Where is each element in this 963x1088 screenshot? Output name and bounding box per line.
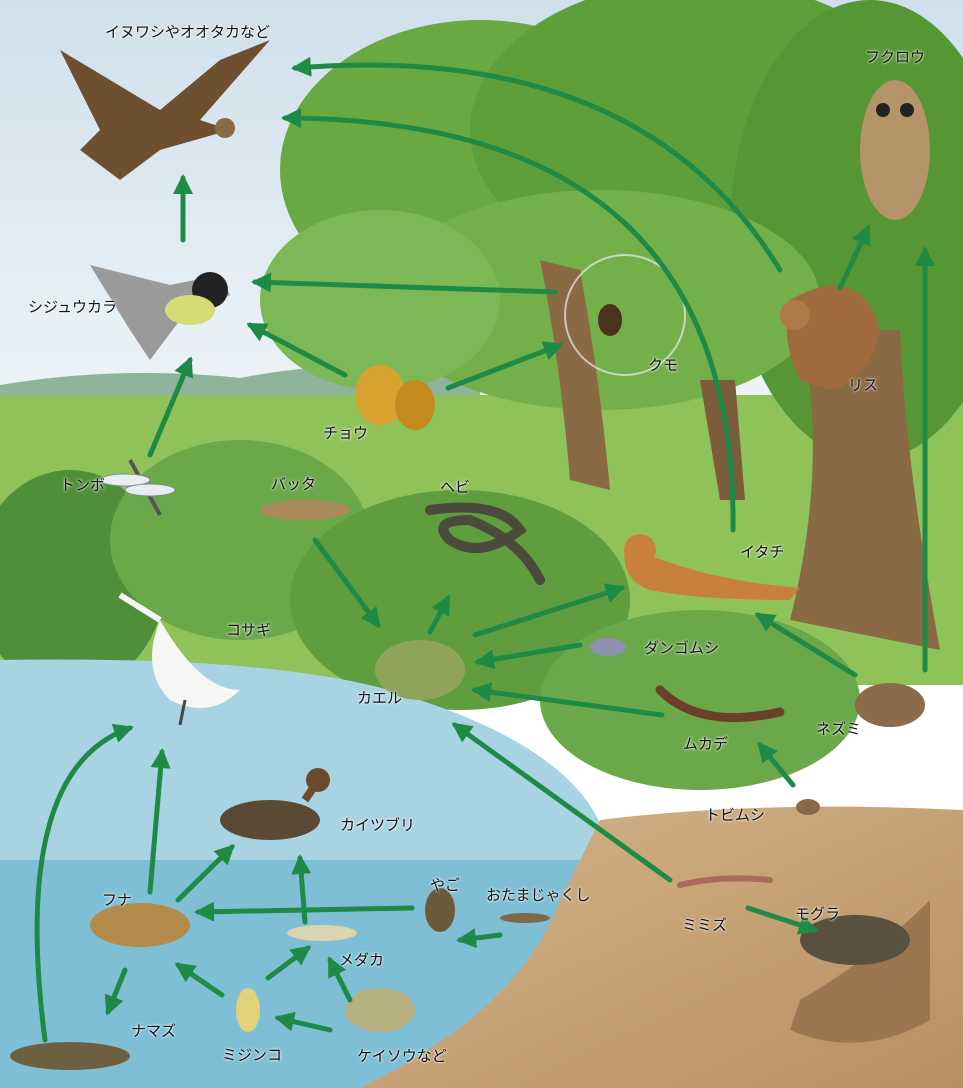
label-mouse: ネズミ bbox=[816, 722, 861, 737]
label-medaka: メダカ bbox=[339, 953, 384, 968]
label-mole: モグラ bbox=[795, 907, 840, 922]
label-spider: クモ bbox=[648, 358, 678, 373]
label-weasel: イタチ bbox=[740, 545, 784, 560]
label-daphnia: ミジンコ bbox=[222, 1048, 282, 1063]
label-tadpole: おたまじゃくし bbox=[486, 888, 591, 903]
label-tit: シジュウカラ bbox=[28, 300, 117, 315]
springtail-icon bbox=[796, 799, 820, 815]
mouse-icon bbox=[855, 683, 925, 727]
medaka-icon bbox=[287, 925, 357, 941]
label-pillbug: ダンゴムシ bbox=[644, 641, 719, 656]
label-frog: カエル bbox=[357, 691, 402, 706]
diatom-icon bbox=[345, 988, 415, 1032]
label-dragonfly: トンボ bbox=[60, 478, 105, 493]
label-grasshopper: バッタ bbox=[271, 477, 316, 492]
tadpole-icon bbox=[500, 913, 550, 923]
label-crucian: フナ bbox=[102, 893, 132, 908]
label-egret: コサギ bbox=[226, 623, 271, 638]
catfish-icon bbox=[10, 1042, 130, 1070]
label-diatom: ケイソウなど bbox=[357, 1049, 447, 1064]
grasshopper-icon bbox=[260, 500, 350, 520]
label-butterfly: チョウ bbox=[323, 426, 368, 441]
label-earthworm: ミミズ bbox=[682, 918, 727, 933]
larva-icon bbox=[425, 888, 455, 932]
label-centipede: ムカデ bbox=[683, 737, 728, 752]
label-grebe: カイツブリ bbox=[340, 818, 415, 833]
owl-icon bbox=[860, 80, 930, 220]
crucian-icon bbox=[90, 903, 190, 947]
label-eagle: イヌワシやオオタカなど bbox=[105, 25, 270, 40]
label-larva: やご bbox=[430, 878, 460, 893]
label-squirrel: リス bbox=[848, 378, 878, 393]
pillbug-icon bbox=[590, 638, 626, 656]
label-catfish: ナマズ bbox=[131, 1024, 176, 1039]
daphnia-icon bbox=[236, 988, 260, 1032]
label-springtail: トビムシ bbox=[705, 808, 765, 823]
label-snake: ヘビ bbox=[440, 480, 470, 495]
label-owl: フクロウ bbox=[865, 50, 925, 65]
